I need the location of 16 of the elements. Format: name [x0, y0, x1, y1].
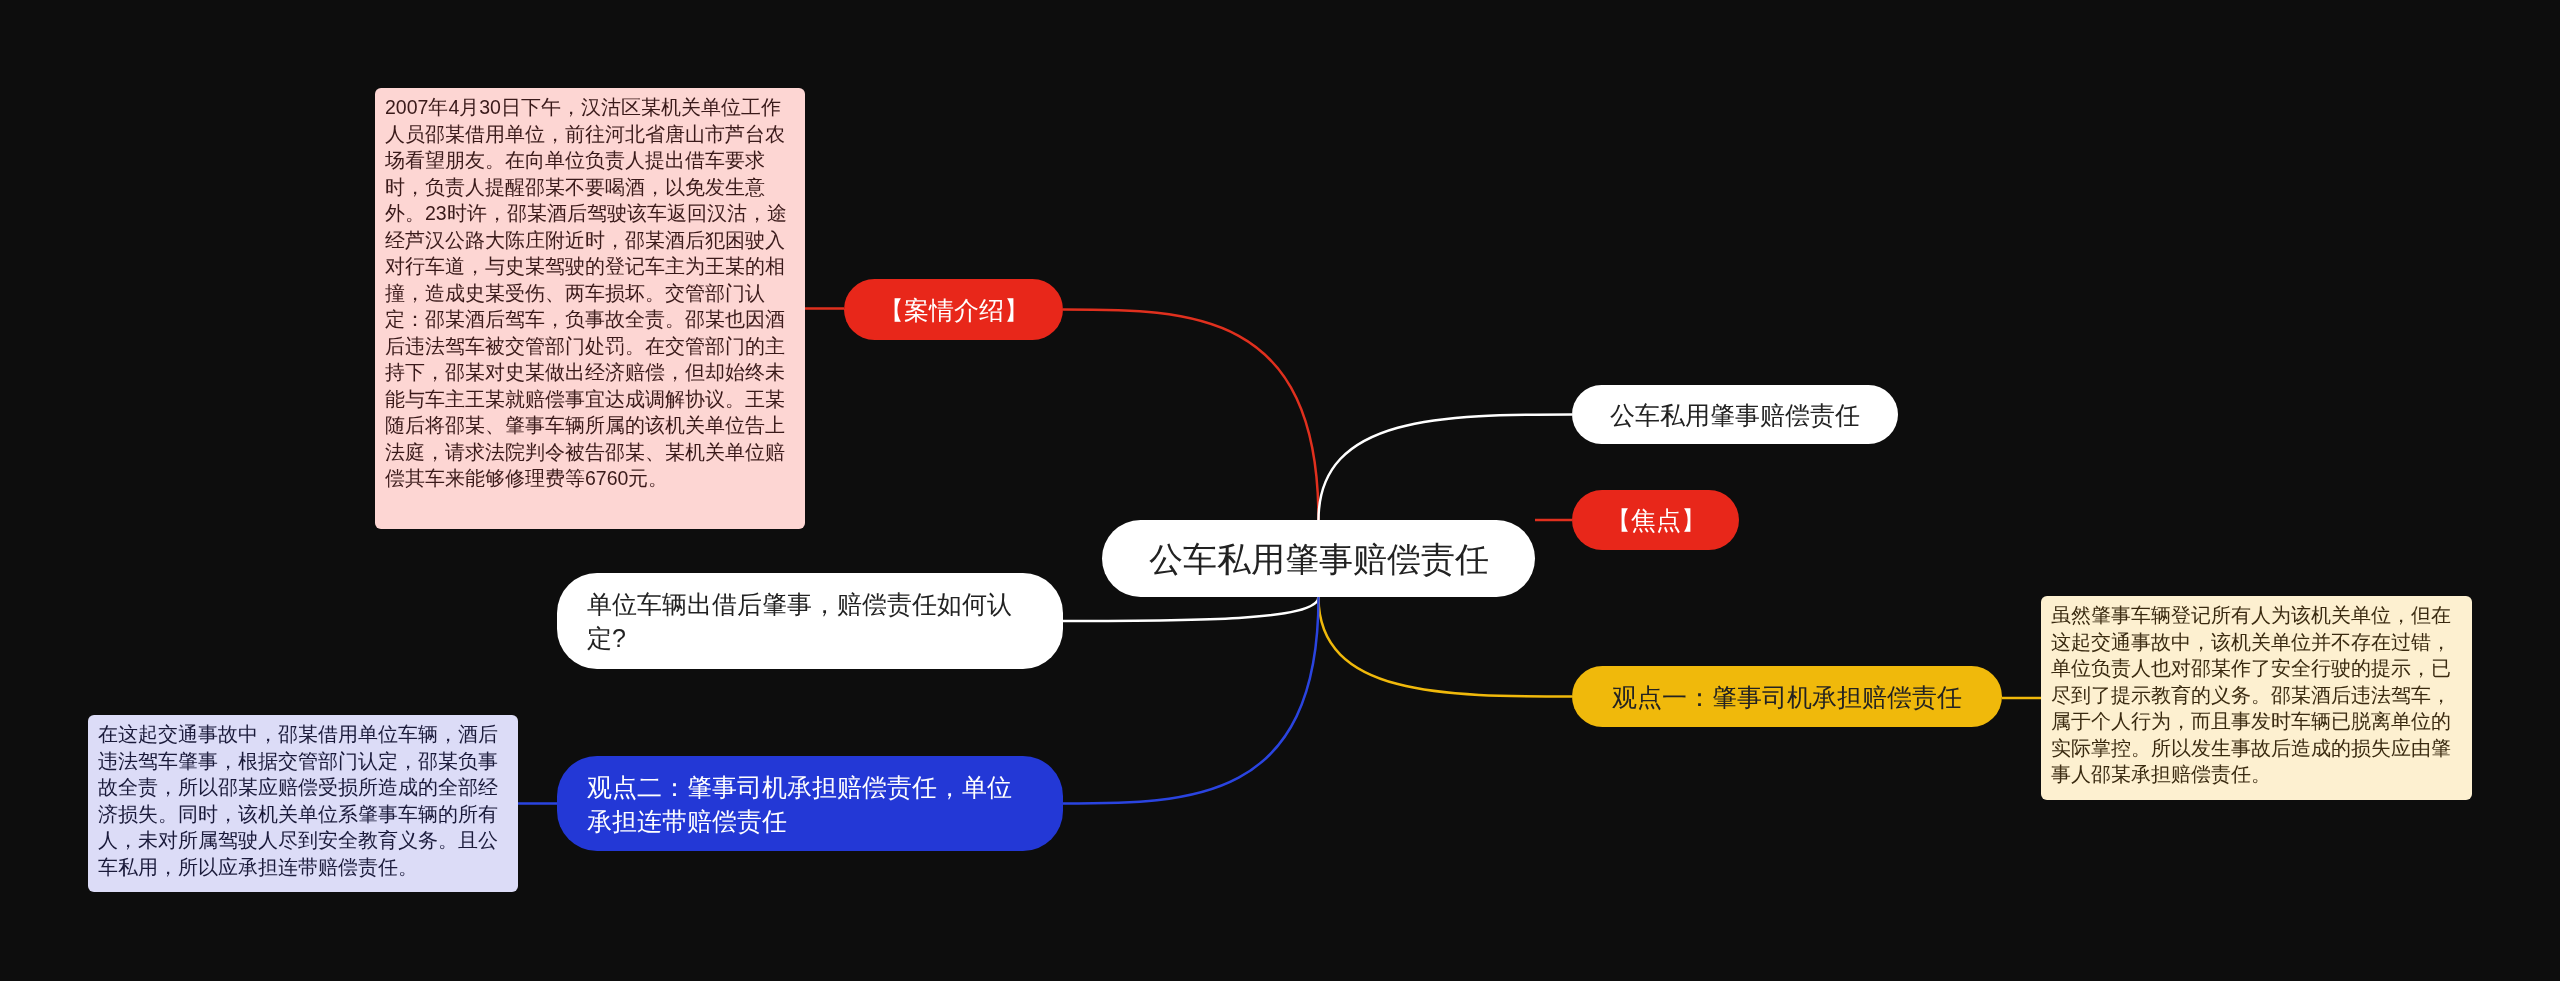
- connector-line: [805, 307, 844, 310]
- connector-line: [1317, 413, 1572, 521]
- note-box: 2007年4月30日下午，汉沽区某机关单位工作人员邵某借用单位，前往河北省唐山市芦台农场看望朋友。在向单位负责人提出借车要求时，负责人提醒邵某不要喝酒，以免发生意外。23时许，邵某酒后驾驶该车返回汉沽，途经芦汉公路大陈庄附近时，邵某酒后犯困驶入对行车道，与史某驾驶的登记车主为王某的相撞，造成史某受伤、两车损坏。交管部门认定：邵某酒后驾车，负事故全责。邵某也因酒后违法驾车被交管部门处罚。在交管部门的主持下，邵某对史某做出经济赔偿，但却始终未能与车主王某就赔偿事宜达成调解协议。王某随后将邵某、肇事车辆所属的该机关单位告上法庭，请求法院判令被告邵某、某机关单位赔偿其车来能够修理费等6760元。: [375, 88, 805, 529]
- connector-line: [1063, 596, 1320, 805]
- note-box: 在这起交通事故中，邵某借用单位车辆，酒后违法驾车肇事，根据交管部门认定，邵某负事故全责，所以邵某应赔偿受损所造成的全部经济损失。同时，该机关单位系肇事车辆的所有人，未对所属驾驶人尽到安全教育义务。且公车私用，所以应承担连带赔偿责任。: [88, 715, 518, 892]
- connector-line: [1535, 518, 1572, 522]
- topic-box: 观点二：肇事司机承担赔偿责任，单位承担连带赔偿责任: [557, 756, 1063, 851]
- topic-box: 【焦点】: [1572, 490, 1739, 550]
- topic-box: 公车私用肇事赔偿责任: [1572, 385, 1898, 444]
- connector-line: [518, 802, 557, 805]
- note-box: 虽然肇事车辆登记所有人为该机关单位，但在这起交通事故中，该机关单位并不存在过错，单位负责人也对邵某作了安全行驶的提示，已尽到了提示教育的义务。邵某酒后违法驾车，属于个人行为，而且事发时车辆已脱离单位的实际掌控。所以发生事故后造成的损失应由肇事人邵某承担赔偿责任。: [2041, 596, 2472, 800]
- topic-box: 单位车辆出借后肇事，赔偿责任如何认定?: [557, 573, 1063, 669]
- connector-line: [2002, 696, 2041, 700]
- central-topic: 公车私用肇事赔偿责任: [1102, 520, 1535, 597]
- topic-box: 【案情介绍】: [844, 279, 1063, 340]
- topic-box: 观点一：肇事司机承担赔偿责任: [1572, 666, 2002, 727]
